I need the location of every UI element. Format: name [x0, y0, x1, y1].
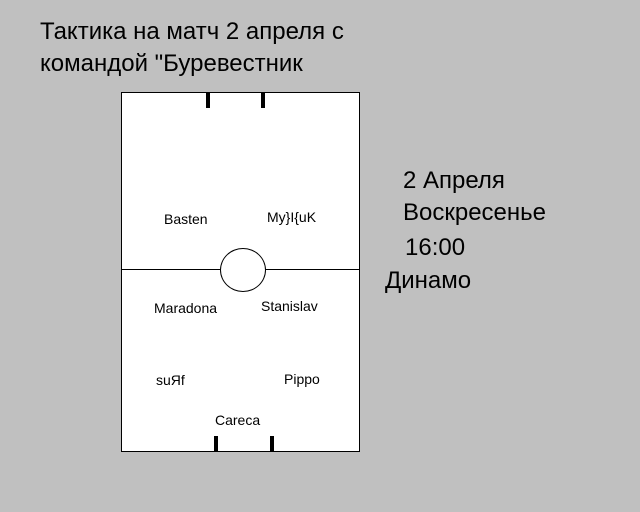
- player-def-right: Pippo: [284, 371, 320, 387]
- title-line-1: Тактика на матч 2 апреля с: [40, 18, 344, 45]
- player-goalkeeper: Careca: [215, 412, 261, 428]
- match-day: Воскресенье: [403, 199, 547, 226]
- bottom-goal-post-right: [270, 436, 274, 451]
- player-mid-right: Stanislav: [261, 298, 318, 314]
- title-line-2: командой "Буревестник: [40, 50, 303, 77]
- match-time: 16:00: [405, 234, 466, 261]
- top-goal-post-right: [261, 93, 265, 108]
- top-goal-post-left: [206, 93, 210, 108]
- player-forward-left: Basten: [164, 211, 208, 227]
- football-field: Basten My}I{uK Maradona Stanislav suЯf P…: [121, 92, 360, 452]
- player-forward-right: My}I{uK: [267, 209, 317, 225]
- match-date: 2 Апреля: [403, 167, 505, 194]
- player-mid-left: Maradona: [154, 300, 218, 316]
- player-def-left: suЯf: [156, 372, 185, 388]
- bottom-goal-post-left: [214, 436, 218, 451]
- opponent-team: Динамо: [385, 267, 472, 294]
- center-circle: [220, 248, 266, 292]
